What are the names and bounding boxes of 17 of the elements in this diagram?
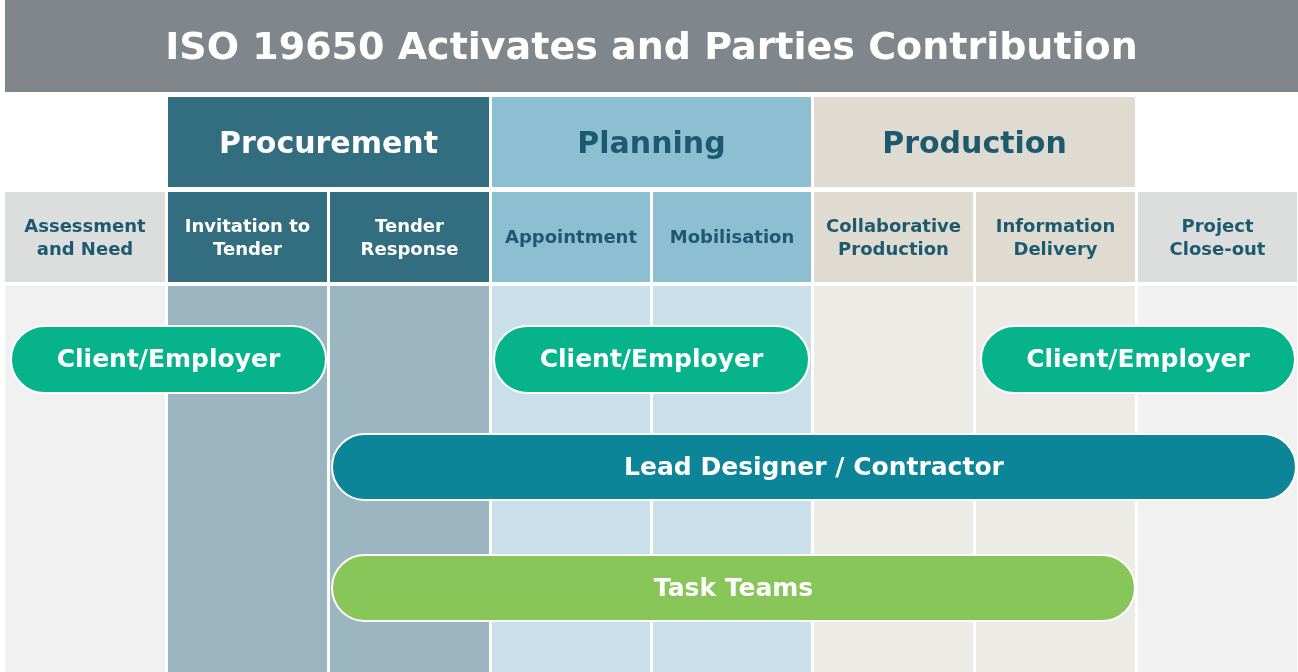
stage-header: Collaborative Production (814, 192, 973, 282)
stage-header: Appointment (492, 192, 650, 282)
title-banner: ISO 19650 Activates and Parties Contribution (5, 0, 1298, 92)
party-pill: Client/Employer (980, 325, 1296, 394)
stage-header: Project Close-out (1138, 192, 1297, 282)
phase-band: Production (814, 97, 1135, 187)
stage-header: Assessment and Need (5, 192, 165, 282)
stage-header: Information Delivery (976, 192, 1135, 282)
stage-header: Mobilisation (653, 192, 811, 282)
phase-band: Procurement (168, 97, 489, 187)
party-pill: Client/Employer (493, 325, 810, 394)
party-pill: Lead Designer / Contractor (331, 433, 1297, 501)
stage-header: Tender Response (330, 192, 489, 282)
stage-header: Invitation to Tender (168, 192, 327, 282)
party-pill: Task Teams (331, 554, 1136, 622)
phase-band: Planning (492, 97, 811, 187)
party-pill: Client/Employer (10, 325, 327, 394)
